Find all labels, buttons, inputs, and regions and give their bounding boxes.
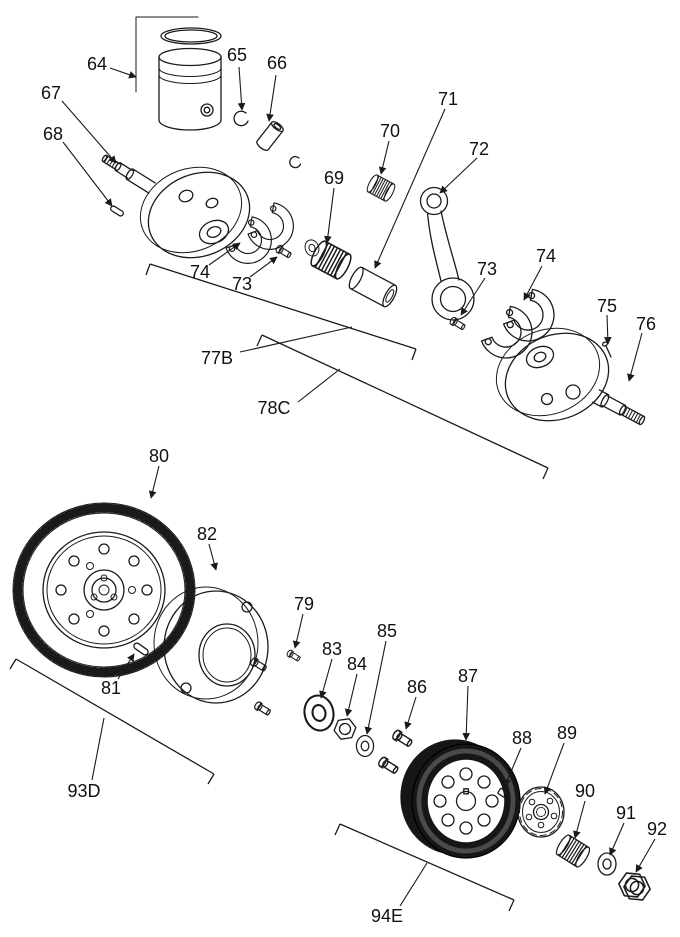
part-label-85: 85 <box>377 621 397 641</box>
thrust-plate-right <box>473 284 562 366</box>
part-label-82: 82 <box>197 524 217 544</box>
rotor-key <box>497 787 509 799</box>
group-brackets <box>9 263 549 912</box>
flywheel-key <box>133 642 149 656</box>
piston-ring-clip <box>233 110 249 127</box>
part-label-69: 69 <box>324 168 344 188</box>
part-label-81: 81 <box>101 678 121 698</box>
part-label-70: 70 <box>380 121 400 141</box>
part-label-88: 88 <box>512 728 532 748</box>
crankshaft-left-half <box>101 154 251 259</box>
key-left <box>110 205 124 217</box>
upper-bearing <box>364 172 398 204</box>
part-labels: 64 65 66 67 68 69 70 71 72 73 74 73 74 7… <box>41 45 667 926</box>
part-label-86: 86 <box>407 677 427 697</box>
set-screw <box>601 341 612 358</box>
part-label-94E: 94E <box>371 906 403 926</box>
hex-nut <box>332 717 358 741</box>
thrust-plate-left <box>218 198 301 271</box>
wrist-pin <box>256 120 302 169</box>
rotor-flywheel <box>400 739 521 859</box>
part-label-65: 65 <box>227 45 247 65</box>
bolt-group <box>248 648 302 718</box>
part-label-92: 92 <box>647 819 667 839</box>
part-label-89: 89 <box>557 723 577 743</box>
part-label-90: 90 <box>575 781 595 801</box>
part-label-79: 79 <box>294 594 314 614</box>
part-label-91: 91 <box>616 803 636 823</box>
part-label-93D: 93D <box>67 781 100 801</box>
cover-plate <box>153 586 269 704</box>
lock-washer <box>355 734 375 758</box>
part-label-71: 71 <box>438 89 458 109</box>
part-label-83: 83 <box>322 639 342 659</box>
screw-left <box>274 243 293 260</box>
crankshaft-right-half <box>495 327 646 426</box>
piston <box>135 16 222 131</box>
washer-small <box>597 852 617 876</box>
washer-large <box>300 691 338 735</box>
part-label-87: 87 <box>458 666 478 686</box>
part-label-66: 66 <box>267 53 287 73</box>
part-label-72: 72 <box>469 139 489 159</box>
diagram-art <box>12 16 652 902</box>
part-label-67: 67 <box>41 83 61 103</box>
part-label-74-left: 74 <box>190 262 210 282</box>
needle-bearing <box>553 832 593 870</box>
part-label-75: 75 <box>597 296 617 316</box>
connecting-rod <box>419 186 475 321</box>
bearing-washer <box>302 237 322 259</box>
part-label-64: 64 <box>87 54 107 74</box>
crank-pin <box>348 266 398 308</box>
part-label-78C: 78C <box>257 398 290 418</box>
leader-lines <box>61 66 656 907</box>
part-label-76: 76 <box>636 314 656 334</box>
part-label-80: 80 <box>149 446 169 466</box>
part-label-68: 68 <box>43 124 63 144</box>
part-label-84: 84 <box>347 654 367 674</box>
part-label-73-left: 73 <box>232 274 252 294</box>
hub <box>517 786 565 838</box>
part-label-74-right: 74 <box>536 246 556 266</box>
ring-gear-flywheel <box>12 502 196 678</box>
center-bearing <box>307 238 355 282</box>
part-label-73-right: 73 <box>477 259 497 279</box>
screw-right <box>448 315 467 332</box>
part-label-77B: 77B <box>201 348 233 368</box>
